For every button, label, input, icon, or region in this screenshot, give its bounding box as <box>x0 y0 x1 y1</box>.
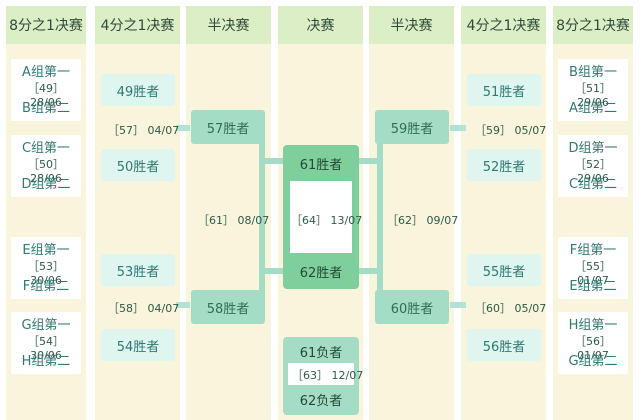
r16-match-55[interactable]: F组第一 ［55］ 01/07 E组第二 <box>558 237 628 299</box>
r16-match-50[interactable]: C组第一 ［50］ 28/06 D组第二 <box>11 135 81 197</box>
team-slot: A组第一 <box>22 65 70 80</box>
match-info: ［64］ 13/07 <box>291 214 363 227</box>
match-info: ［49］ 28/06 <box>28 82 64 109</box>
column-header: 8分之1决赛 <box>6 6 86 44</box>
connector <box>357 268 379 274</box>
match-info: ［51］ 29/06 <box>575 82 611 109</box>
team-slot: G组第二 <box>568 354 618 369</box>
qf-slot-54-winner[interactable]: 54胜者 <box>101 329 175 361</box>
third-place-slot-61-loser[interactable]: 61负者 <box>284 339 358 363</box>
column-header: 决赛 <box>278 6 363 44</box>
r16-match-52[interactable]: D组第一 ［52］ 29/06 C组第二 <box>558 135 628 197</box>
team-slot: E组第一 <box>22 243 70 258</box>
team-slot: B组第二 <box>22 101 70 116</box>
team-slot: B组第一 <box>569 65 617 80</box>
column-header: 半决赛 <box>186 6 271 44</box>
connector <box>357 158 379 164</box>
r16-match-51[interactable]: B组第一 ［51］ 29/06 A组第二 <box>558 59 628 121</box>
match-info: ［60］ 05/07 <box>475 302 547 315</box>
qf-slot-49-winner[interactable]: 49胜者 <box>101 74 175 106</box>
qf-slot-55-winner[interactable]: 55胜者 <box>467 254 541 286</box>
connector <box>450 125 466 131</box>
match-info: ［52］ 29/06 <box>575 158 611 185</box>
sf-slot-58-winner[interactable]: 58胜者 <box>191 290 265 324</box>
match-info: ［53］ 30/06 <box>28 260 64 287</box>
column-header: 8分之1决赛 <box>553 6 633 44</box>
final-match-info-panel <box>290 181 352 253</box>
connector <box>263 268 285 274</box>
match-info: ［57］ 04/07 <box>108 124 180 137</box>
match-info: ［55］ 01/07 <box>575 260 611 287</box>
third-place-slot-62-loser[interactable]: 62负者 <box>284 387 358 411</box>
match-info: ［58］ 04/07 <box>108 302 180 315</box>
qf-slot-52-winner[interactable]: 52胜者 <box>467 149 541 181</box>
team-slot: C组第二 <box>568 177 618 192</box>
match-info: ［61］ 08/07 <box>198 214 270 227</box>
connector <box>259 128 265 310</box>
connector <box>263 158 285 164</box>
column-sf-right: 半决赛 <box>369 6 454 420</box>
team-slot: E组第二 <box>569 279 617 294</box>
match-info: ［63］ 12/07 <box>292 369 364 382</box>
sf-slot-59-winner[interactable]: 59胜者 <box>375 110 449 144</box>
match-info: ［59］ 05/07 <box>475 124 547 137</box>
column-header: 半决赛 <box>369 6 454 44</box>
team-slot: A组第二 <box>569 101 617 116</box>
connector <box>176 302 190 308</box>
team-slot: C组第一 <box>21 141 71 156</box>
team-slot: D组第二 <box>21 177 71 192</box>
connector <box>450 302 466 308</box>
team-slot: G组第一 <box>21 318 71 333</box>
sf-slot-60-winner[interactable]: 60胜者 <box>375 290 449 324</box>
qf-slot-53-winner[interactable]: 53胜者 <box>101 254 175 286</box>
sf-slot-57-winner[interactable]: 57胜者 <box>191 110 265 144</box>
connector <box>176 125 190 131</box>
final-slot-62-winner[interactable]: 62胜者 <box>284 255 358 287</box>
r16-match-56[interactable]: H组第一 ［56］ 01/07 G组第二 <box>558 312 628 374</box>
r16-match-53[interactable]: E组第一 ［53］ 30/06 F组第二 <box>11 237 81 299</box>
column-sf-left: 半决赛 <box>186 6 271 420</box>
column-header: 4分之1决赛 <box>461 6 546 44</box>
column-header: 4分之1决赛 <box>95 6 180 44</box>
match-info: ［54］ 30/06 <box>28 335 64 362</box>
team-slot: F组第一 <box>569 243 617 258</box>
r16-match-54[interactable]: G组第一 ［54］ 30/06 H组第二 <box>11 312 81 374</box>
team-slot: F组第二 <box>22 279 70 294</box>
final-slot-61-winner[interactable]: 61胜者 <box>284 147 358 179</box>
qf-slot-50-winner[interactable]: 50胜者 <box>101 149 175 181</box>
qf-slot-51-winner[interactable]: 51胜者 <box>467 74 541 106</box>
qf-slot-56-winner[interactable]: 56胜者 <box>467 329 541 361</box>
connector <box>377 128 383 310</box>
match-info: ［62］ 09/07 <box>387 214 459 227</box>
match-info: ［56］ 01/07 <box>575 335 611 362</box>
match-info: ［50］ 28/06 <box>28 158 64 185</box>
team-slot: H组第二 <box>21 354 71 369</box>
third-place-match-info-panel <box>288 363 354 385</box>
r16-match-49[interactable]: A组第一 ［49］ 28/06 B组第二 <box>11 59 81 121</box>
team-slot: D组第一 <box>568 141 618 156</box>
team-slot: H组第一 <box>568 318 618 333</box>
